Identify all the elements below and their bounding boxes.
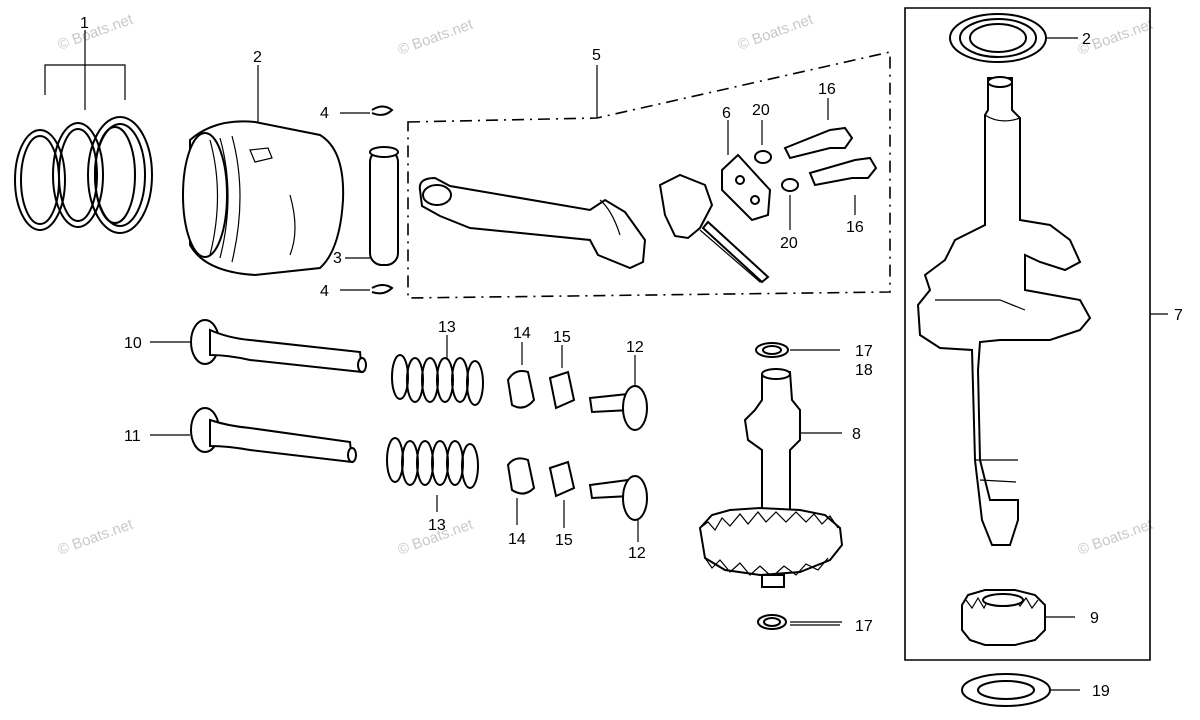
label-15-bottom: 15 xyxy=(555,532,573,549)
crankshaft-box xyxy=(904,7,1168,707)
watermark: © Boats.net xyxy=(396,16,476,59)
label-14-bottom: 14 xyxy=(508,531,526,548)
label-9: 9 xyxy=(1090,610,1099,627)
valve-retainers xyxy=(506,342,576,528)
connecting-rod-box xyxy=(407,50,891,299)
label-13-top: 13 xyxy=(438,319,456,336)
label-13-bottom: 13 xyxy=(428,517,446,534)
label-10: 10 xyxy=(124,335,142,352)
label-20-bottom: 20 xyxy=(780,235,798,252)
label-6: 6 xyxy=(722,105,731,122)
exhaust-valve xyxy=(150,407,357,464)
label-12-top: 12 xyxy=(626,339,644,356)
label-3: 3 xyxy=(333,250,342,267)
label-2-bearing: 2 xyxy=(1082,31,1091,48)
label-16-top: 16 xyxy=(818,81,836,98)
label-7: 7 xyxy=(1174,307,1183,324)
piston-pin xyxy=(345,146,399,266)
label-1: 1 xyxy=(80,15,89,32)
label-20-top: 20 xyxy=(752,102,770,119)
label-16-bottom: 16 xyxy=(846,219,864,236)
piston-pin-clips xyxy=(340,105,394,295)
label-2: 2 xyxy=(253,49,262,66)
part-number-labels: 1 2 3 4 4 5 6 20 20 16 16 2 7 10 11 13 1… xyxy=(80,15,1183,700)
label-12-bottom: 12 xyxy=(628,545,646,562)
valve-tappets xyxy=(588,355,648,542)
label-4-bottom: 4 xyxy=(320,283,329,300)
piston xyxy=(182,65,345,277)
intake-valve xyxy=(150,319,367,374)
label-14-top: 14 xyxy=(513,325,531,342)
watermark: © Boats.net xyxy=(56,516,136,559)
label-17-top: 17 xyxy=(855,343,873,360)
camshaft xyxy=(698,342,844,630)
label-17-bottom: 17 xyxy=(855,618,873,635)
label-18: 18 xyxy=(855,362,873,379)
label-5: 5 xyxy=(592,47,601,64)
piston-rings xyxy=(14,30,153,234)
watermark: © Boats.net xyxy=(56,11,136,54)
label-15-top: 15 xyxy=(553,329,571,346)
watermark: © Boats.net xyxy=(1076,516,1156,559)
label-19: 19 xyxy=(1092,683,1110,700)
watermark: © Boats.net xyxy=(736,11,816,54)
label-4-top: 4 xyxy=(320,105,329,122)
label-8: 8 xyxy=(852,426,861,443)
label-11: 11 xyxy=(124,428,141,445)
valve-springs xyxy=(386,335,484,512)
